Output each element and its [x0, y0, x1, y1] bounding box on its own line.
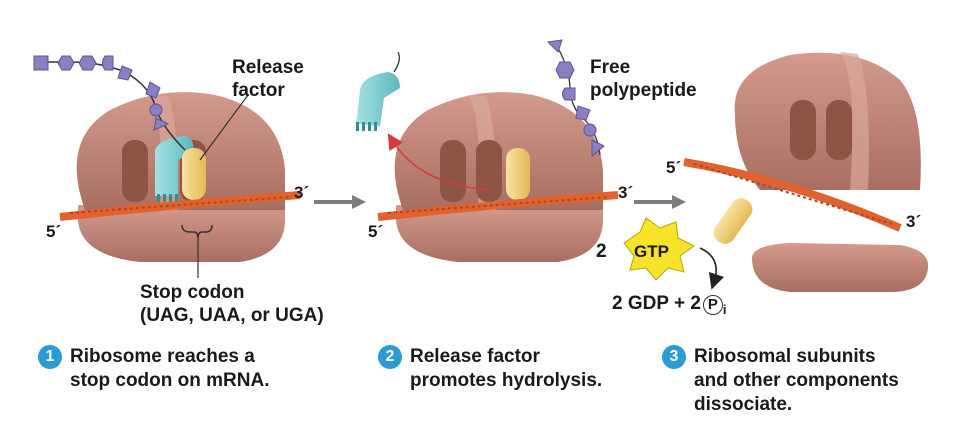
step-3-badge: 3: [662, 345, 686, 369]
free-polypeptide-label: Free polypeptide: [590, 57, 697, 101]
step-1-text: Ribosome reaches a stop codon on mRNA.: [70, 346, 270, 391]
step-3-text: Ribosomal subunits and other components …: [694, 346, 899, 415]
release-factor-1: [155, 136, 194, 196]
step-2-badge: 2: [378, 345, 402, 369]
panel-2: [356, 39, 619, 262]
release-factor-2: [356, 72, 400, 126]
five-prime-label-1: 5´: [46, 222, 62, 241]
five-prime-label-2: 5´: [368, 222, 384, 241]
small-subunit-3: [752, 243, 929, 292]
release-factor-label: Release factor: [232, 57, 304, 101]
five-prime-label-3: 5´: [666, 158, 682, 177]
hydrolysis-arrow: [699, 247, 725, 290]
gdp-products-text: 2 GDP + 2: [612, 293, 701, 314]
step-2-caption: 2 Release factor promotes hydrolysis.: [378, 345, 602, 393]
gtp-label: GTP: [634, 242, 669, 261]
trna-2: [506, 148, 530, 200]
panel-1: [33, 55, 301, 278]
phosphate-subscript: i: [722, 301, 727, 317]
panel-3: [623, 52, 929, 292]
step-3-caption: 3 Ribosomal subunits and other component…: [662, 345, 899, 417]
small-subunit-1: [77, 205, 285, 262]
step-2-text: Release factor promotes hydrolysis.: [410, 346, 603, 391]
trna-3: [713, 198, 753, 244]
gtp-burst: [623, 217, 695, 281]
step-1-caption: 1 Ribosome reaches a stop codon on mRNA.: [38, 345, 269, 393]
free-polypeptide-chain: [546, 39, 605, 158]
three-prime-label-2: 3´: [618, 183, 634, 202]
polypeptide-chain-1: [33, 55, 170, 131]
three-prime-label-3: 3´: [906, 212, 922, 231]
gtp-coefficient: 2: [596, 241, 607, 262]
mrna-3: [683, 158, 902, 232]
phosphate-symbol: P: [702, 295, 723, 315]
step-1-badge: 1: [38, 345, 62, 369]
trna-1: [182, 148, 206, 200]
release-arrow: [387, 133, 491, 191]
small-subunit-2: [395, 205, 603, 262]
three-prime-label-1: 3´: [294, 183, 310, 202]
stop-codon-label: Stop codon (UAG, UAA, or UGA): [140, 282, 324, 326]
